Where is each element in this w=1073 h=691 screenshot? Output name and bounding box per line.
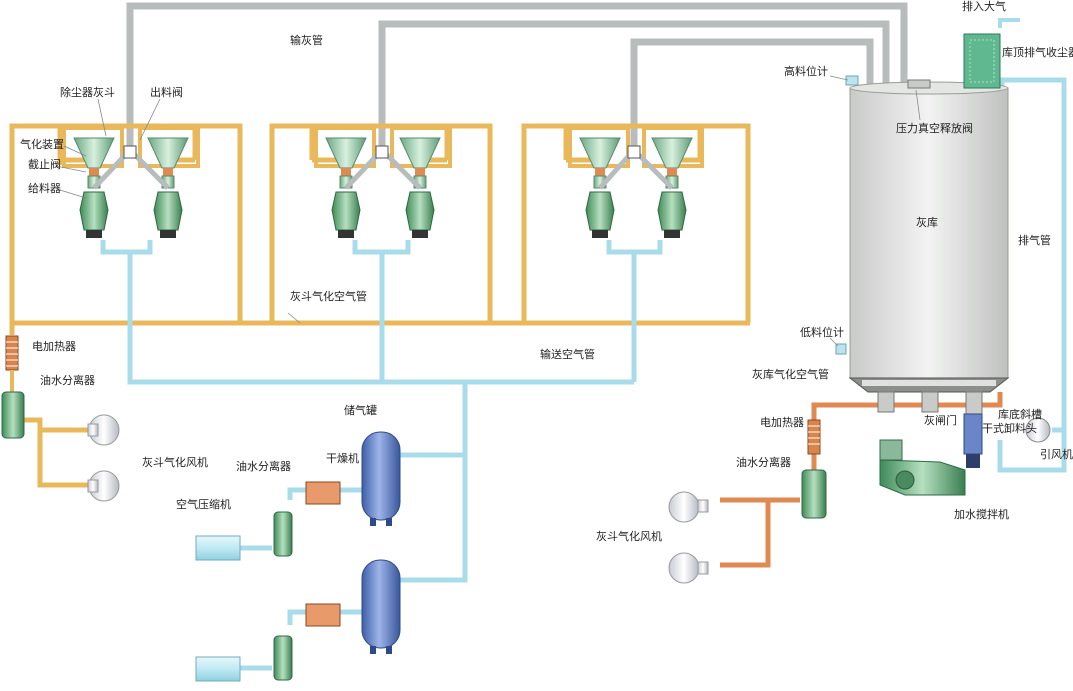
- induced-fan: [1025, 417, 1051, 443]
- ash-pipe-network: [126, 2, 908, 150]
- label-low-level-meter: 低料位计: [800, 325, 844, 339]
- label-roof-dust-collector: 库顶排气收尘器: [1002, 45, 1073, 59]
- label-air-compressor: 空气压缩机: [176, 497, 231, 511]
- label-induced-fan: 引风机: [1040, 447, 1073, 461]
- leader-lines: [55, 75, 921, 347]
- label-silo-fluid-air-pipe: 灰库气化空气管: [752, 367, 829, 381]
- hopper-unit-3: [568, 126, 704, 238]
- oil-water-separator-left: [1, 391, 25, 439]
- air-compressor-lower: [195, 656, 241, 682]
- oil-water-separator-right: [801, 469, 827, 519]
- label-oil-water-sep-left: 油水分离器: [40, 373, 95, 387]
- hopper-unit-1: [62, 126, 200, 238]
- dry-unloader: [963, 413, 983, 468]
- low-level-meter-device: [835, 343, 847, 355]
- label-dryer: 干燥机: [326, 451, 359, 465]
- label-pressure-valve: 压力真空释放阀: [896, 121, 973, 135]
- hopper-fans-right: [668, 491, 709, 584]
- label-shutoff-valve: 截止阀: [28, 157, 61, 171]
- hopper-fans-left: [87, 414, 120, 502]
- high-level-meter-device: [845, 75, 859, 86]
- label-ash-pipe: 输灰管: [290, 33, 323, 47]
- label-dust-collector-hopper: 除尘器灰斗: [60, 85, 115, 99]
- oil-water-separator-mid-upper: [273, 511, 293, 557]
- air-tank-lower: [361, 559, 401, 654]
- label-feeder: 给料器: [28, 181, 61, 195]
- air-tank-upper: [361, 431, 401, 526]
- label-electric-heater-right: 电加热器: [760, 416, 804, 429]
- label-silo-bottom-chute: 库底斜槽: [998, 407, 1042, 421]
- label-hopper-fluid-air-pipe: 灰斗气化空气管: [290, 289, 367, 303]
- oil-water-separator-mid-lower: [273, 635, 293, 681]
- label-exhaust-to-atm: 排入大气: [962, 0, 1006, 13]
- label-fluidizing-device: 气化装置: [20, 137, 64, 151]
- roof-dust-collector: [963, 18, 1020, 89]
- silo: [848, 81, 1010, 415]
- label-oil-water-sep-right: 油水分离器: [736, 455, 791, 469]
- wet-mixer: [879, 439, 966, 496]
- label-high-level-meter: 高料位计: [784, 64, 828, 78]
- label-air-tank: 储气罐: [344, 403, 377, 417]
- conveying-air-network: [100, 77, 1067, 671]
- label-discharge-valve: 出料阀: [150, 85, 183, 99]
- dryer-upper: [305, 481, 341, 505]
- air-compressor-upper: [195, 535, 241, 561]
- label-hopper-fluid-fan-right: 灰斗气化风机: [596, 529, 662, 543]
- dryer-lower: [305, 603, 341, 627]
- label-silo: 灰库: [916, 215, 938, 229]
- label-hopper-fluid-fan-left: 灰斗气化风机: [142, 455, 208, 469]
- label-ash-gate: 灰闸门: [924, 413, 957, 427]
- label-exhaust-pipe: 排气管: [1018, 233, 1051, 247]
- label-wet-mixer: 加水搅拌机: [954, 507, 1009, 521]
- electric-heater-left: [5, 335, 19, 392]
- label-electric-heater-left: 电加热器: [32, 340, 76, 353]
- pressure-valve-device: [907, 79, 931, 89]
- electric-heater-right: [807, 419, 821, 455]
- label-oil-water-sep-mid: 油水分离器: [236, 459, 291, 473]
- label-dry-unloader: 干式卸料头: [982, 421, 1037, 435]
- hopper-unit-2: [314, 126, 452, 238]
- label-conveying-air-pipe: 输送空气管: [540, 347, 595, 361]
